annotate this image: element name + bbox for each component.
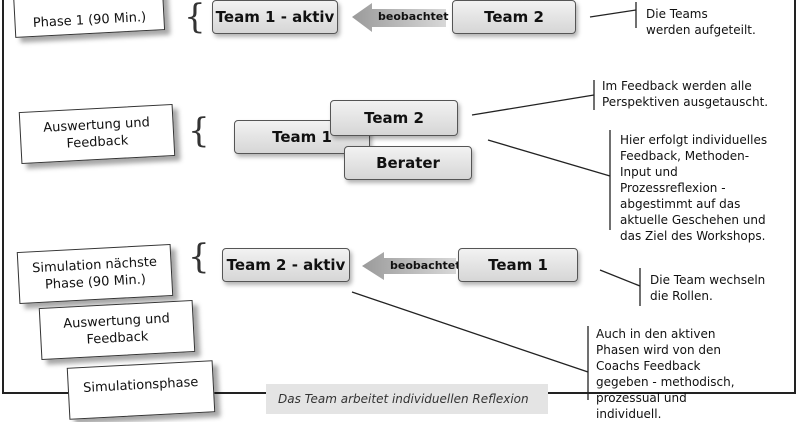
observes-label-row1: beobachtet: [378, 10, 449, 23]
observe-arrow-row1: [352, 3, 446, 32]
note-coaches-feedback: Auch in den aktiven Phasen wird von den …: [596, 327, 735, 421]
team2-observer-box: Team 2: [452, 0, 576, 34]
berater-label: Berater: [376, 154, 440, 172]
bottom-reflection-text: Das Team arbeitet individuellen Reflexio…: [278, 392, 529, 406]
auswertung-feedback-label: Auswertung und Feedback: [42, 115, 151, 152]
team2-active-label: Team 2 - aktiv: [226, 256, 346, 274]
phase1-label: Phase 1 (90 Min.): [32, 9, 147, 31]
simulationsphase-label: Simulationsphase: [82, 374, 199, 396]
berater-box: Berater: [344, 146, 472, 180]
observe-arrow-row3: [362, 252, 456, 280]
brace-row1: {: [184, 0, 206, 37]
connector-line: [487, 139, 611, 177]
note-teams-split: Die Teams werden aufgeteilt.: [646, 7, 756, 37]
team2-feedback-box: Team 2: [330, 100, 458, 136]
simulation-next-phase-card: Simulation nächste Phase (90 Min.): [16, 244, 174, 304]
team2-feedback-label: Team 2: [364, 109, 424, 127]
note-individual-feedback: Hier erfolgt individuelles Feedback, Met…: [620, 133, 768, 243]
team1-active-label: Team 1 - aktiv: [215, 8, 335, 26]
team2-active-box: Team 2 - aktiv: [222, 248, 350, 282]
connector-line: [351, 291, 589, 373]
team1-observer-box: Team 1: [458, 248, 578, 282]
connector-line: [599, 269, 641, 287]
simulation-next-phase-label: Simulation nächste Phase (90 Min.): [31, 254, 158, 293]
brace-row2: {: [188, 111, 210, 151]
team1-observer-label: Team 1: [488, 256, 548, 274]
auswertung-feedback-card: Auswertung und Feedback: [18, 104, 176, 164]
connector-layer: [351, 2, 641, 400]
bottom-reflection-box: Das Team arbeitet individuellen Reflexio…: [266, 384, 548, 414]
brace-row3: {: [188, 237, 210, 277]
auswertung-feedback-label-2: Auswertung und Feedback: [62, 311, 171, 348]
auswertung-feedback-card-2: Auswertung und Feedback: [38, 300, 196, 360]
observes-label-row3: beobachtet: [390, 259, 461, 272]
connector-line: [589, 9, 637, 18]
connector-line: [471, 94, 595, 116]
simulationsphase-card: Simulationsphase: [66, 360, 216, 420]
team1-feedback-label: Team 1: [272, 128, 332, 146]
team2-observer-label: Team 2: [484, 8, 544, 26]
note-feedback-all: Im Feedback werden alle Perspektiven aus…: [602, 79, 769, 109]
team1-active-box: Team 1 - aktiv: [212, 0, 338, 34]
note-team-switch: Die Team wechseln die Rollen.: [650, 273, 766, 303]
